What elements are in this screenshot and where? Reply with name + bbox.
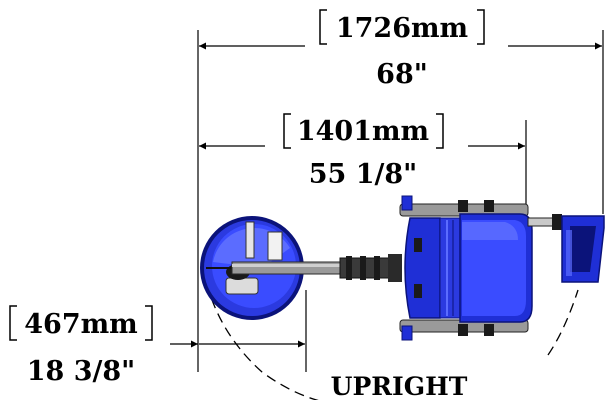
reach-imperial-label: 55 1/8": [309, 159, 417, 190]
reach-bracket: [283, 113, 444, 149]
position-label: UPRIGHT: [331, 372, 468, 400]
reach-metric-label: 1401mm: [297, 116, 429, 147]
swing-arc-right: [547, 289, 579, 356]
chair-body: [399, 195, 533, 341]
overall-metric-label: 1726mm: [336, 13, 468, 44]
bowl-metric-label: 467mm: [24, 309, 138, 340]
machine-top-view: [200, 195, 605, 341]
overall-imperial-label: 68": [376, 59, 428, 90]
bowl-imperial-label: 18 3/8": [27, 356, 135, 387]
handle-unit: [527, 214, 605, 283]
bowl-bracket: [9, 305, 153, 341]
boom-arm: [231, 254, 402, 282]
overall-bracket: [319, 9, 485, 45]
